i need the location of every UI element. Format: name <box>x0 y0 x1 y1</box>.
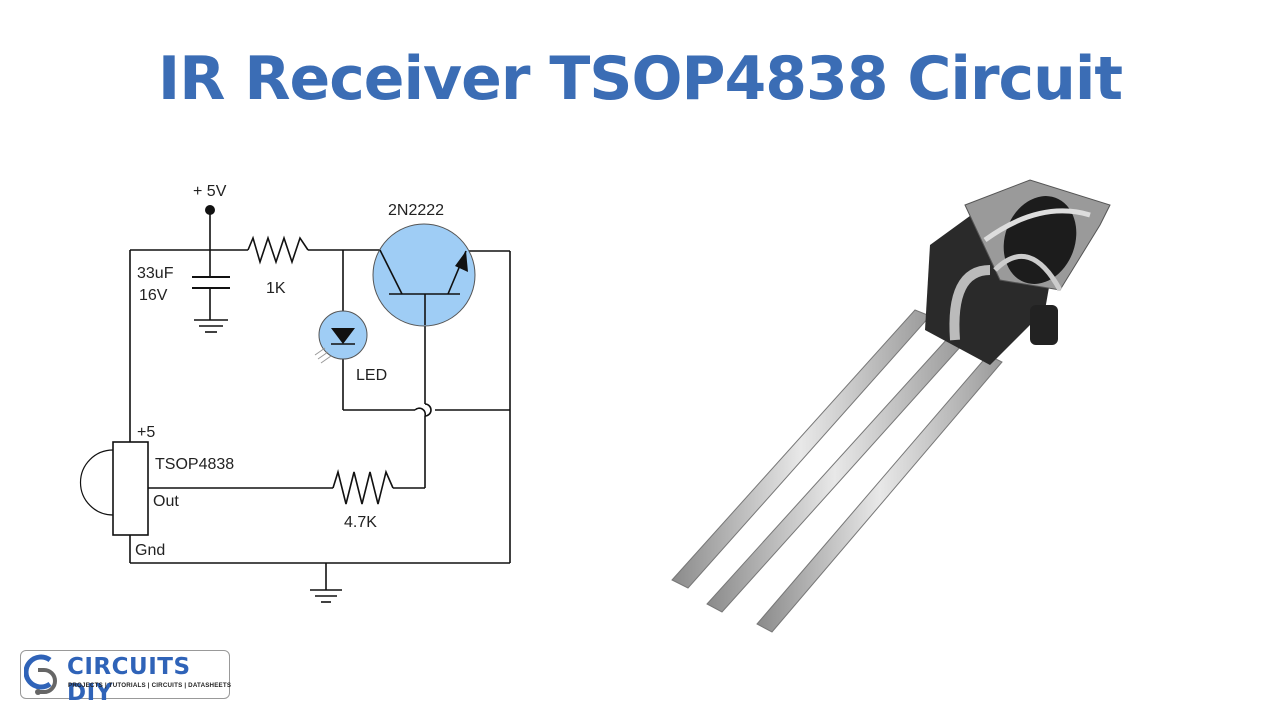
tsop-sensor-symbol <box>79 441 149 536</box>
led-symbol <box>314 310 368 364</box>
r1-label: 1K <box>266 280 286 297</box>
r2-label: 4.7K <box>344 514 377 531</box>
sensor-vcc-label: +5 <box>137 424 155 441</box>
logo-tagline: PROJECTS | TUTORIALS | CIRCUITS | DATASH… <box>68 682 232 689</box>
ground-icon <box>310 589 342 603</box>
capacitor-voltage-label: 16V <box>139 287 168 304</box>
circuits-diy-logo[interactable]: CIRCUITS DIY PROJECTS | TUTORIALS | CIRC… <box>20 650 232 706</box>
sensor-label: TSOP4838 <box>155 456 234 473</box>
sensor-gnd-label: Gnd <box>135 542 165 559</box>
capacitor-value-label: 33uF <box>137 265 174 282</box>
sensor-out-label: Out <box>153 493 179 510</box>
transistor-label: 2N2222 <box>388 202 444 219</box>
wires <box>129 210 511 590</box>
supply-node <box>205 205 215 215</box>
led-label: LED <box>356 367 387 384</box>
ir-receiver-photo <box>671 179 1111 633</box>
logo-name: CIRCUITS DIY <box>67 654 191 706</box>
logo-cd-icon <box>24 654 57 695</box>
supply-label: + 5V <box>193 183 227 200</box>
page-title: IR Receiver TSOP4838 Circuit <box>157 44 1123 114</box>
capacitor <box>192 276 230 289</box>
ground-icon <box>194 319 228 333</box>
transistor-symbol <box>372 223 476 327</box>
